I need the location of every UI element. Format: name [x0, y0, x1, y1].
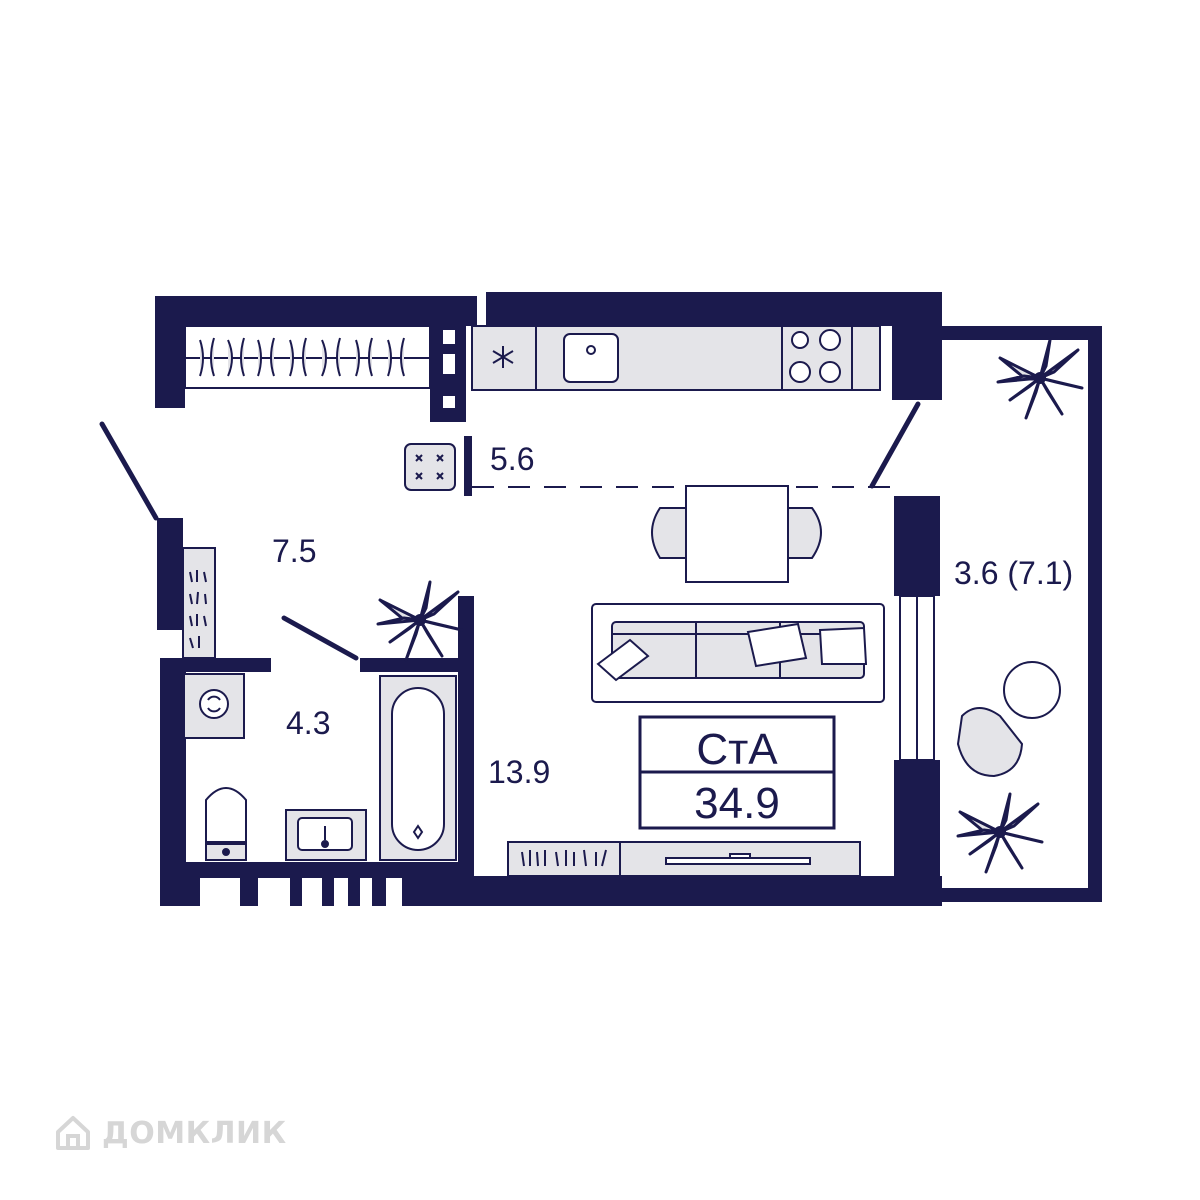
- walls: [155, 292, 1102, 906]
- kitchen-counter: [471, 325, 881, 391]
- loggia-furniture: [956, 661, 1061, 778]
- dining-table: [651, 485, 822, 583]
- apartment-type: СтА: [696, 725, 778, 774]
- tv-stand: [507, 841, 861, 877]
- wardrobe: [184, 325, 431, 389]
- plant-icon: [956, 792, 1044, 874]
- electric-panel-icon: [404, 443, 456, 491]
- apartment-summary-box: СтА 34.9: [638, 715, 836, 830]
- snowflake-icon: [492, 346, 514, 368]
- sofa: [591, 603, 885, 703]
- pillar-openings: [443, 330, 455, 408]
- total-area: 34.9: [694, 779, 780, 828]
- watermark: ДОМКЛИК: [52, 1112, 287, 1154]
- plant-icon: [376, 580, 464, 662]
- washing-machine: [183, 673, 245, 739]
- bathtub: [379, 675, 457, 861]
- room-area-living: 13.9: [488, 754, 550, 790]
- toilet: [205, 787, 247, 861]
- plant-icon: [996, 338, 1084, 420]
- stove-icon: [789, 329, 841, 383]
- windows: [899, 340, 1099, 888]
- room-area-storage: 5.6: [490, 441, 534, 477]
- watermark-text: ДОМКЛИК: [102, 1115, 287, 1151]
- house-logo-icon: [56, 1116, 90, 1150]
- room-area-loggia: 3.6 (7.1): [954, 555, 1073, 591]
- sink-icon: [563, 333, 619, 383]
- room-area-bathroom: 4.3: [286, 705, 330, 741]
- room-area-hall: 7.5: [272, 533, 316, 569]
- doors: [99, 401, 921, 661]
- shoe-rack: [182, 547, 216, 659]
- hangers-icon: [199, 337, 405, 377]
- washbasin: [285, 809, 367, 861]
- books-icon: [521, 849, 607, 867]
